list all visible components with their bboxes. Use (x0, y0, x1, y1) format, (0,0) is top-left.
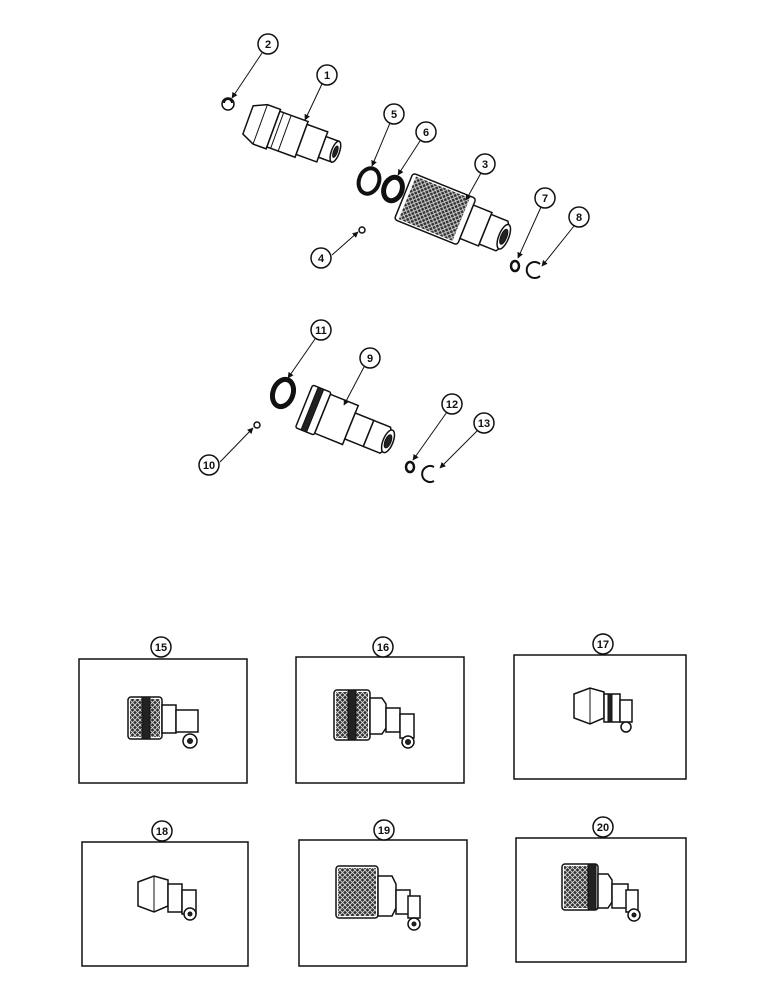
callout-5: 5 (383, 103, 405, 125)
callout-7: 7 (534, 187, 556, 209)
variant-20-coupler (561, 863, 641, 922)
part-13-snap-ring (421, 465, 435, 483)
callout-11-label: 11 (315, 325, 327, 337)
callout-19-label: 19 (378, 825, 390, 837)
callout-10: 10 (198, 454, 220, 476)
callout-3: 3 (474, 153, 496, 175)
variant-19-coupler (335, 865, 421, 931)
variant-boxes (78, 654, 687, 967)
variant-box-19 (298, 839, 468, 967)
callout-11: 11 (310, 319, 332, 341)
leader-lines (219, 52, 575, 469)
variant-box-16 (295, 656, 465, 784)
callout-4: 4 (310, 247, 332, 269)
part-3-coupler-body (394, 173, 512, 252)
variant-17-coupler (573, 687, 633, 733)
callout-6-label: 6 (423, 127, 429, 139)
variant-box-20 (515, 837, 687, 963)
callout-17: 17 (592, 633, 614, 655)
variant-box-18 (81, 841, 249, 967)
callout-1-label: 1 (324, 70, 330, 82)
callout-13: 13 (473, 412, 495, 434)
callout-9: 9 (359, 347, 381, 369)
variant-box-15 (78, 658, 248, 784)
callout-12-label: 12 (446, 399, 458, 411)
callout-20: 20 (592, 816, 614, 838)
callout-20-label: 20 (597, 822, 609, 834)
callout-2: 2 (257, 33, 279, 55)
part-7-o-ring (509, 259, 521, 273)
callout-9-label: 9 (367, 353, 373, 365)
part-2-ball (221, 97, 235, 111)
callout-4-label: 4 (318, 253, 325, 265)
callout-18-label: 18 (156, 826, 168, 838)
callout-3-label: 3 (482, 159, 488, 171)
callout-10-label: 10 (203, 460, 215, 472)
callout-17-label: 17 (597, 639, 609, 651)
callout-15-label: 15 (155, 642, 167, 654)
callout-15: 15 (150, 636, 172, 658)
callout-2-label: 2 (265, 39, 271, 51)
part-1-coupler-tip (242, 103, 342, 164)
callout-bubbles: 2 1 5 6 3 4 7 8 11 9 12 13 10 15 16 17 1… (150, 33, 614, 842)
callout-8-label: 8 (576, 212, 582, 224)
part-12-o-ring (404, 460, 416, 474)
callout-7-label: 7 (542, 193, 548, 205)
callout-16: 16 (372, 636, 394, 658)
callout-19: 19 (373, 819, 395, 841)
variant-15-coupler (127, 696, 199, 749)
callout-6: 6 (415, 121, 437, 143)
middle-assembly (253, 376, 435, 483)
callout-12: 12 (441, 393, 463, 415)
callout-8: 8 (568, 206, 590, 228)
top-assembly (221, 97, 541, 279)
part-4-ball (358, 226, 366, 234)
callout-5-label: 5 (391, 109, 397, 121)
part-9-coupler-body (295, 384, 396, 455)
callout-1: 1 (316, 64, 338, 86)
part-11-o-ring (269, 376, 297, 410)
callout-18: 18 (151, 820, 173, 842)
callout-16-label: 16 (377, 642, 389, 654)
callout-13-label: 13 (478, 418, 490, 430)
variant-box-17 (513, 654, 687, 780)
part-10-ball (253, 421, 261, 429)
part-5-ring (356, 166, 382, 196)
part-6-o-ring (381, 174, 405, 204)
part-8-snap-ring (525, 261, 541, 279)
variant-16-coupler (333, 689, 415, 749)
variant-18-coupler (137, 875, 197, 921)
